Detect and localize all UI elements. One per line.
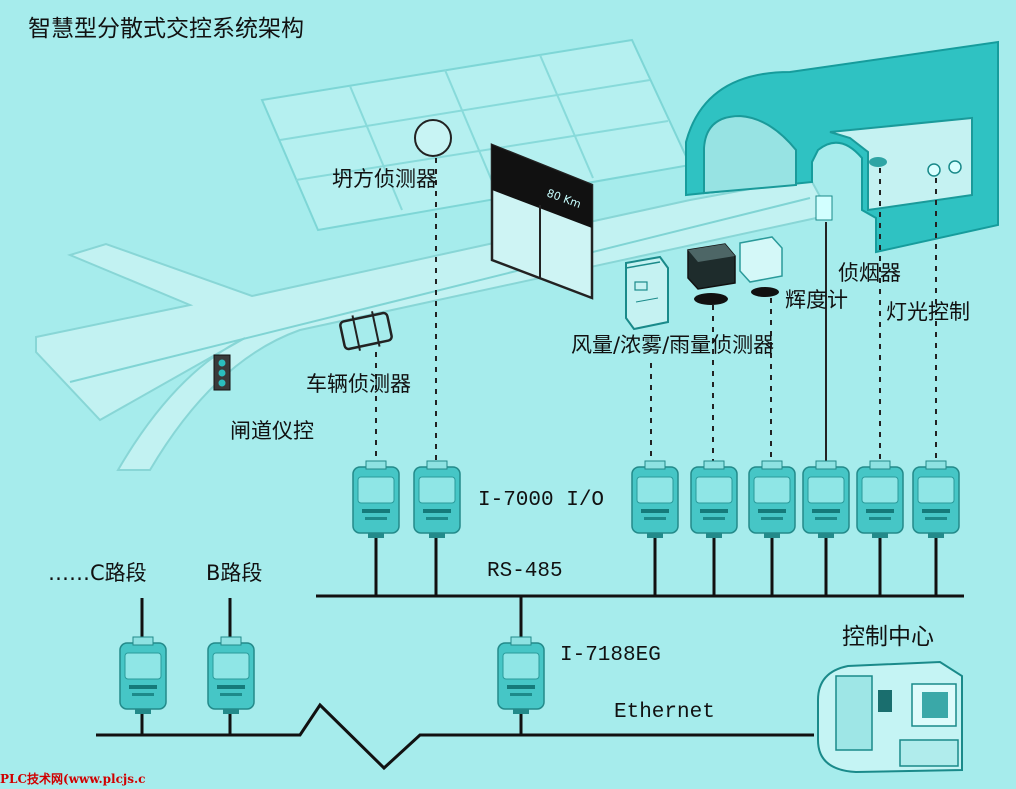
rs485-label: RS-485 [487,560,563,583]
io-module [748,460,796,539]
i7188eg-gateway [497,636,545,715]
fog-detector-icon [687,243,736,305]
light-control-label: 灯光控制 [886,300,970,324]
diagram-title: 智慧型分散式交控系统架构 [28,16,304,42]
segment-c-gateway [119,636,167,715]
io-modules [352,460,960,539]
io-module [856,460,904,539]
control-center-label: 控制中心 [842,624,934,650]
sensor-grid-panel [260,38,692,232]
watermark-footer: PLC技术网(www.plcjs.c [0,772,146,786]
weather-detector-label: 风量/浓雾/雨量侦测器 [571,333,775,357]
segment-b-gateway [207,636,255,715]
pit-sensor-icon [414,119,452,157]
weather-detector-icon [625,255,669,331]
gateway-label: I-7188EG [560,644,661,667]
segment-b-label: B路段 [206,561,263,585]
io-module [912,460,960,539]
luminance-meter-icon [739,236,783,297]
vehicle-detector-label: 车辆侦测器 [306,372,411,396]
tunnel [685,40,999,254]
vehicle-detector-icon [339,311,393,351]
io-module [802,460,850,539]
ramp-signal-icon [213,354,231,391]
rs485-bus [316,532,964,640]
speed-sign: 80 Km [490,143,594,300]
pit-detector-label: 坍方侦测器 [332,167,437,191]
io-module-label: I-7000 I/O [478,489,605,512]
ethernet-label: Ethernet [614,701,715,724]
io-module [413,460,461,539]
smoke-detector-label: 侦烟器 [838,261,901,285]
road [35,176,832,471]
io-module [352,460,400,539]
segment-c-label: ……C路段 [48,561,147,585]
ramp-control-label: 闸道仪控 [230,419,314,443]
io-module [631,460,679,539]
sensor-connectors [375,158,937,462]
luminance-meter-label: 辉度计 [785,288,848,312]
control-center-computer [817,660,963,774]
ethernet-line [96,598,814,771]
io-module [690,460,738,539]
